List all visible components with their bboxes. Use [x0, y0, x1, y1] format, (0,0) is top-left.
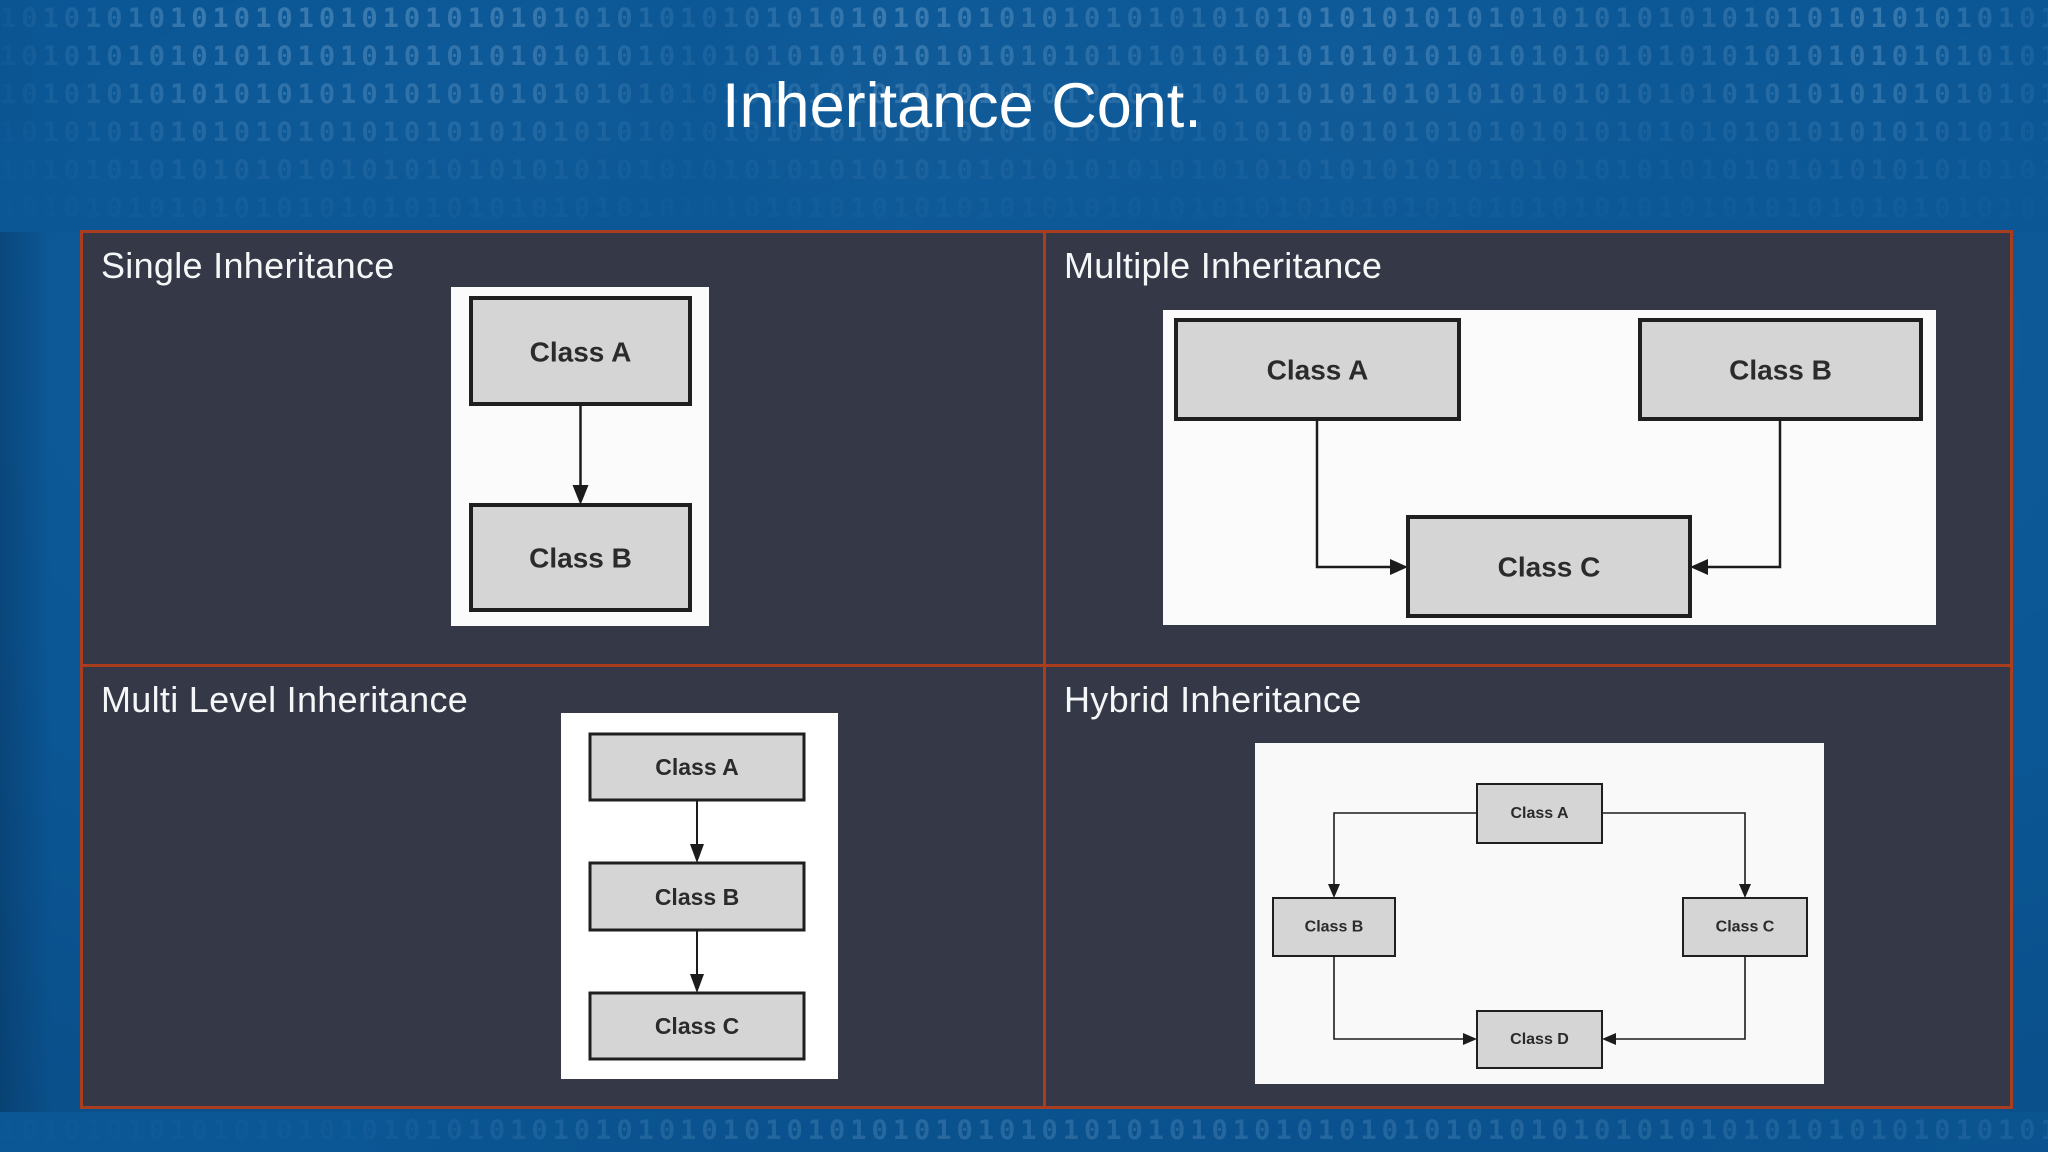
- class-b-label: Class B: [1729, 355, 1832, 386]
- arrowhead-down-icon: [690, 844, 704, 863]
- class-c-node: Class C: [588, 991, 806, 1061]
- class-a-label: Class A: [530, 337, 632, 368]
- single-inheritance-diagram-panel: Class A Class B: [451, 287, 709, 626]
- content-grid: Single Inheritance Class A Class B Multi…: [80, 230, 2013, 1109]
- arrowhead-down-icon: [1328, 884, 1340, 898]
- class-a-node: Class A: [1174, 318, 1461, 421]
- single-inheritance-heading: Single Inheritance: [101, 245, 395, 286]
- edge-c-to-d: [1614, 956, 1746, 1040]
- class-a-label: Class A: [1267, 355, 1369, 386]
- binary-row: 1010101010101010101010101010101010101010…: [0, 193, 2048, 224]
- hybrid-inheritance-heading: Hybrid Inheritance: [1064, 679, 1362, 720]
- multi-level-inheritance-heading: Multi Level Inheritance: [101, 679, 469, 720]
- class-b-node: Class B: [1272, 897, 1396, 957]
- edge-b-to-d: [1333, 956, 1465, 1040]
- edge-a-to-c: [1315, 419, 1390, 569]
- class-b-node: Class B: [469, 503, 692, 612]
- class-a-label: Class A: [1510, 805, 1569, 822]
- quadrant-hybrid-inheritance: Hybrid Inheritance Class A Class B: [1046, 667, 2010, 1106]
- multi-level-inheritance-diagram: Class A Class B Class C: [588, 732, 806, 1061]
- arrowhead-down-icon: [690, 974, 704, 993]
- class-a-label: Class A: [655, 754, 739, 780]
- class-c-node: Class C: [1682, 897, 1808, 957]
- multi-level-inheritance-diagram-panel: Class A Class B Class C: [561, 713, 838, 1079]
- class-d-label: Class D: [1510, 1031, 1569, 1048]
- multiple-inheritance-diagram: Class A Class B Class C: [1174, 318, 1923, 618]
- class-a-node: Class A: [1476, 783, 1603, 844]
- class-c-label: Class C: [655, 1013, 739, 1039]
- class-a-node: Class A: [588, 732, 806, 802]
- class-b-label: Class B: [1305, 919, 1364, 936]
- edge-a-to-c: [1602, 812, 1746, 886]
- arrowhead-right-icon: [1390, 559, 1408, 575]
- class-b-label: Class B: [655, 884, 739, 910]
- binary-row: 1010101010101010101010101010101010101010…: [0, 155, 2048, 186]
- binary-row: 1010101010101010101010101010101010101010…: [0, 3, 2048, 34]
- slide-title: Inheritance Cont.: [722, 71, 1202, 141]
- arrowhead-left-icon: [1602, 1033, 1616, 1045]
- class-b-node: Class B: [588, 861, 806, 932]
- class-b-label: Class B: [529, 543, 632, 574]
- edge-b-to-c: [1708, 419, 1782, 569]
- class-c-label: Class C: [1716, 919, 1775, 936]
- hybrid-inheritance-diagram: Class A Class B Class C Class D: [1272, 783, 1808, 1069]
- class-c-label: Class C: [1498, 552, 1601, 583]
- quadrant-multi-level-inheritance: Multi Level Inheritance Class A Class B …: [83, 667, 1046, 1106]
- edge-a-to-b: [1333, 812, 1477, 886]
- quadrant-single-inheritance: Single Inheritance Class A Class B: [83, 233, 1046, 667]
- quadrant-multiple-inheritance: Multiple Inheritance Class A Class B Cla…: [1046, 233, 2010, 667]
- class-c-node: Class C: [1406, 515, 1692, 618]
- arrowhead-down-icon: [572, 485, 589, 505]
- binary-pattern-bottom: 1010101010101010101010101010101010101010…: [0, 1112, 2048, 1152]
- multiple-inheritance-diagram-panel: Class A Class B Class C: [1163, 310, 1936, 625]
- multiple-inheritance-heading: Multiple Inheritance: [1064, 245, 1383, 286]
- arrowhead-right-icon: [1463, 1033, 1477, 1045]
- class-b-node: Class B: [1638, 318, 1923, 421]
- arrowhead-left-icon: [1690, 559, 1708, 575]
- single-inheritance-diagram: Class A Class B: [469, 296, 692, 612]
- hybrid-inheritance-diagram-panel: Class A Class B Class C Class D: [1255, 743, 1824, 1084]
- binary-row: 1010101010101010101010101010101010101010…: [0, 1115, 2048, 1146]
- class-d-node: Class D: [1476, 1010, 1603, 1069]
- class-a-node: Class A: [469, 296, 692, 406]
- arrowhead-down-icon: [1739, 884, 1751, 898]
